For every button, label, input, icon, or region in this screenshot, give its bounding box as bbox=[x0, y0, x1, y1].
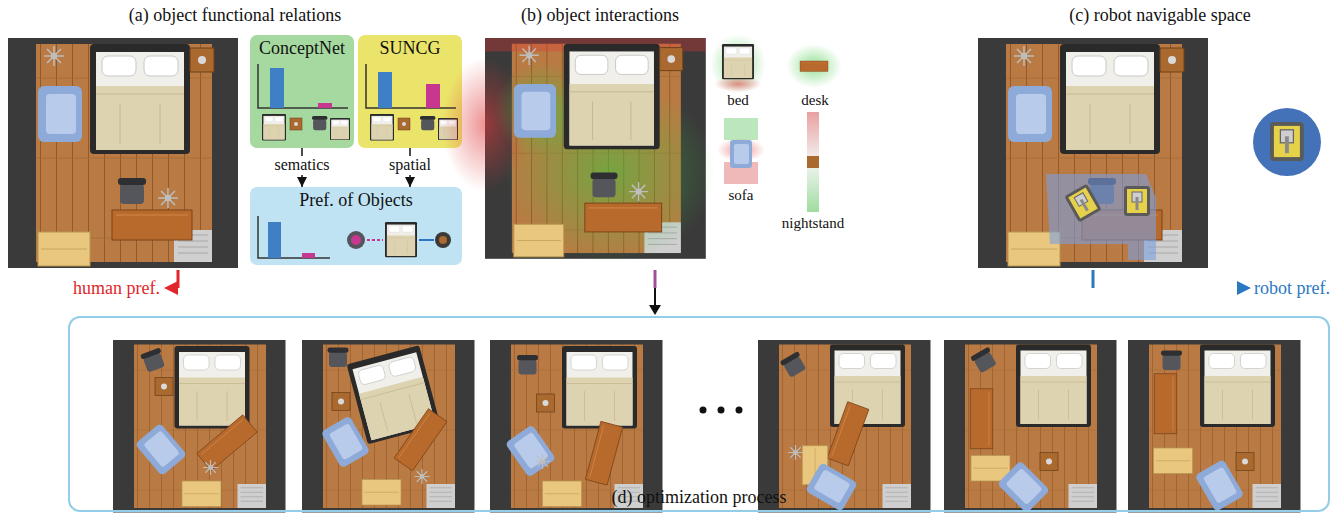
icon-label: desk bbox=[801, 92, 829, 109]
node-text: SUNCG bbox=[379, 38, 440, 59]
room-render bbox=[978, 38, 1208, 268]
edge-label: sematics bbox=[272, 156, 331, 174]
bar-chart bbox=[258, 64, 350, 140]
node-text: Pref. of Objects bbox=[299, 190, 412, 211]
source-box: SUNCG bbox=[358, 35, 462, 148]
preference-axis bbox=[164, 270, 1251, 315]
room-render bbox=[113, 340, 286, 513]
robot-icon bbox=[1253, 108, 1321, 176]
room-render bbox=[1128, 340, 1301, 513]
room-render bbox=[302, 340, 475, 513]
panel-heading: (a) object functional relations bbox=[129, 5, 341, 26]
box-fill bbox=[250, 35, 354, 148]
node-text: ConceptNet bbox=[259, 38, 345, 59]
optimization-panel: (d) optimization process bbox=[68, 316, 1330, 512]
preference-box: Pref. of Objects bbox=[250, 187, 462, 265]
desk-interaction-icon bbox=[786, 44, 842, 88]
source-box: ConceptNet bbox=[250, 35, 354, 148]
room-render bbox=[442, 38, 716, 264]
sofa-interaction-icon bbox=[717, 118, 765, 184]
bed-interaction-icon bbox=[710, 34, 766, 94]
node-text: (d) optimization process bbox=[612, 487, 787, 508]
ellipsis-dots bbox=[700, 407, 743, 414]
icon-label: nightstand bbox=[782, 215, 845, 232]
panel-heading: (b) object interactions bbox=[521, 5, 679, 26]
panel-heading: (c) robot navigable space bbox=[1069, 5, 1250, 26]
icon-label: bed bbox=[727, 92, 749, 109]
preference-chart bbox=[258, 216, 451, 258]
room-render bbox=[944, 340, 1117, 514]
axis-end-label: human pref. bbox=[73, 278, 160, 299]
axis-end-label: robot pref. bbox=[1254, 278, 1330, 299]
icon-label: sofa bbox=[729, 187, 754, 204]
box-fill bbox=[250, 187, 462, 265]
nightstand-interaction-icon bbox=[807, 112, 819, 212]
edge-label: spatial bbox=[387, 156, 433, 174]
room-render bbox=[490, 340, 663, 513]
room-render bbox=[8, 38, 238, 268]
room-render bbox=[758, 340, 931, 513]
